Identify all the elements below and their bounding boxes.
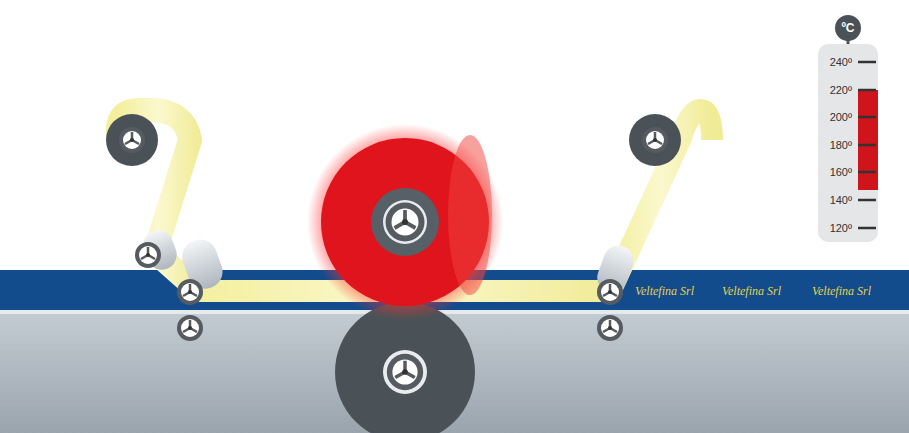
stamped-logo: Veltefina Srl xyxy=(635,284,694,299)
scale-value: 240º xyxy=(830,56,852,68)
scale-value: 160º xyxy=(830,166,852,178)
scale-value: 200º xyxy=(830,111,852,123)
unit-circle: ºC xyxy=(835,15,861,41)
scale-value: 120º xyxy=(830,222,852,234)
scale-value: 220º xyxy=(830,84,852,96)
scale-value: 140º xyxy=(830,194,852,206)
stamped-logo: Veltefina Srl xyxy=(722,284,781,299)
scale-value: 180º xyxy=(830,139,852,151)
unit-label: ºC xyxy=(841,21,854,35)
stamped-logo: Veltefina Srl xyxy=(812,284,871,299)
